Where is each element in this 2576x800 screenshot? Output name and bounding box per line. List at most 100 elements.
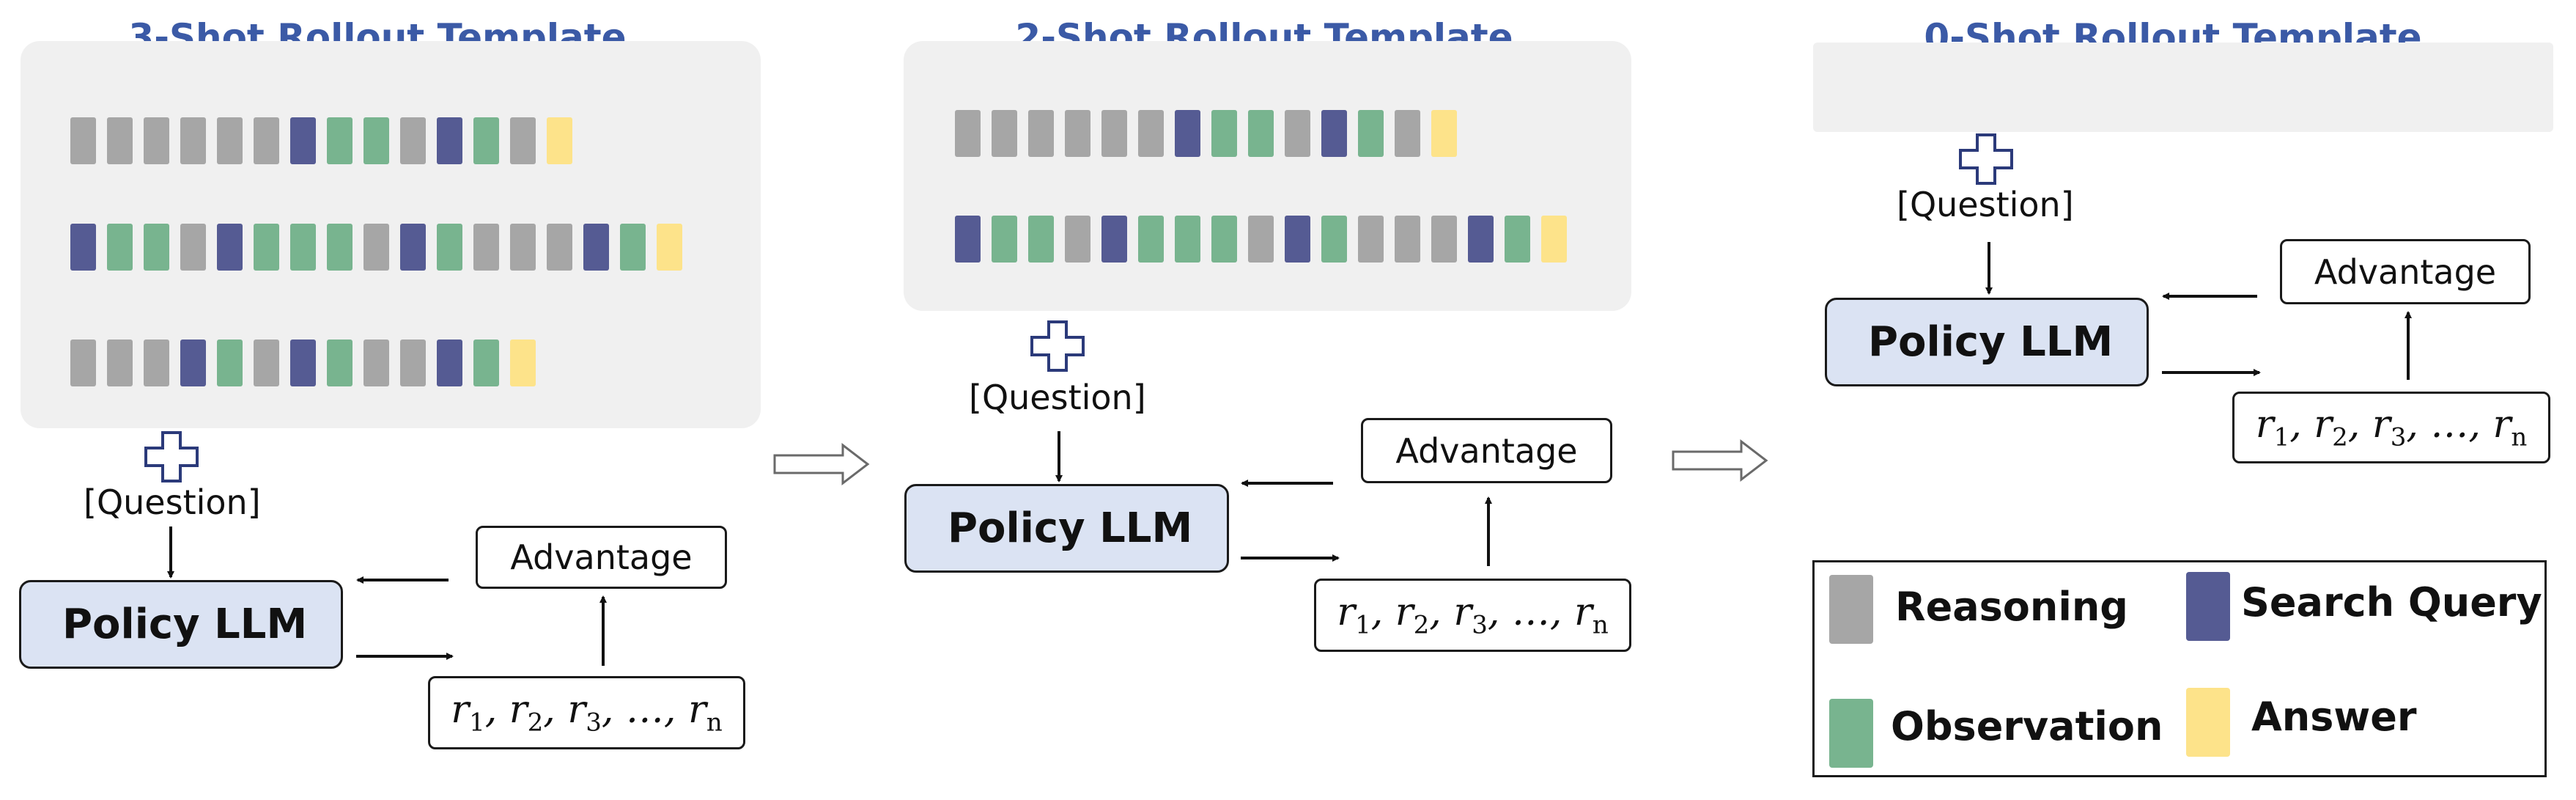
rewards-text: r1, r2, r3, …, rn	[1337, 590, 1609, 640]
reasoning-token	[144, 340, 169, 386]
legend-label-reasoning: Reasoning	[1895, 584, 2128, 630]
hollow-right-arrow-icon	[773, 442, 870, 486]
policy-llm-box: Policy LLM	[19, 580, 343, 669]
legend-swatch-reasoning	[1829, 575, 1873, 644]
observation-token	[327, 117, 353, 164]
reasoning-token	[1395, 216, 1420, 263]
search-query-token	[1175, 110, 1200, 157]
legend-swatch-answer	[2186, 688, 2230, 757]
reasoning-token	[400, 117, 426, 164]
answer-token	[1431, 110, 1457, 157]
advantage-box: Advantage	[2280, 239, 2531, 304]
rewards-text: r1, r2, r3, …, rn	[451, 688, 723, 738]
answer-token	[657, 224, 682, 271]
observation-token	[327, 224, 353, 271]
reasoning-token	[1395, 110, 1420, 157]
observation-token	[254, 224, 279, 271]
advantage-box: Advantage	[1361, 418, 1612, 483]
reasoning-token	[363, 224, 389, 271]
reasoning-token	[400, 340, 426, 386]
search-query-token	[1101, 216, 1127, 263]
rewards-box: r1, r2, r3, …, rn	[1314, 579, 1631, 652]
observation-token	[620, 224, 646, 271]
legend-label-search-query: Search Query	[2241, 579, 2542, 625]
reasoning-token	[144, 117, 169, 164]
legend-label-answer: Answer	[2251, 694, 2417, 740]
reasoning-token	[510, 224, 536, 271]
legend-swatch-search-query	[2186, 572, 2230, 641]
reasoning-token	[1028, 110, 1054, 157]
reasoning-token	[217, 117, 243, 164]
reasoning-token	[180, 224, 206, 271]
rewards-box: r1, r2, r3, …, rn	[428, 676, 745, 749]
search-query-token	[290, 117, 316, 164]
plus-icon	[144, 431, 199, 482]
search-query-token	[437, 340, 462, 386]
policy-llm-box: Policy LLM	[904, 484, 1229, 573]
answer-token	[1541, 216, 1567, 263]
observation-token	[1028, 216, 1054, 263]
search-query-token	[180, 340, 206, 386]
observation-token	[1505, 216, 1530, 263]
reasoning-token	[955, 110, 981, 157]
rewards-box: r1, r2, r3, …, rn	[2232, 392, 2550, 463]
observation-token	[290, 224, 316, 271]
reasoning-token	[1431, 216, 1457, 263]
observation-token	[1175, 216, 1200, 263]
observation-token	[1248, 110, 1274, 157]
reasoning-token	[1101, 110, 1127, 157]
hollow-right-arrow-icon	[1672, 438, 1768, 482]
reasoning-token	[70, 340, 96, 386]
advantage-box: Advantage	[476, 526, 727, 589]
observation-token	[144, 224, 169, 271]
rewards-text: r1, r2, r3, …, rn	[2255, 403, 2528, 452]
question-label: [Question]	[1897, 185, 2074, 224]
search-query-token	[1468, 216, 1494, 263]
reasoning-token	[70, 117, 96, 164]
observation-token	[327, 340, 353, 386]
reasoning-token	[363, 340, 389, 386]
observation-token	[363, 117, 389, 164]
observation-token	[1211, 110, 1237, 157]
search-query-token	[70, 224, 96, 271]
observation-token	[992, 216, 1017, 263]
observation-token	[1358, 110, 1384, 157]
search-query-token	[583, 224, 609, 271]
observation-token	[473, 340, 499, 386]
reasoning-token	[1065, 110, 1090, 157]
legend-label-observation: Observation	[1891, 703, 2163, 749]
reasoning-token	[180, 117, 206, 164]
legend-swatch-observation	[1829, 699, 1873, 768]
observation-token	[1321, 216, 1347, 263]
legend	[1812, 560, 2547, 777]
reasoning-token	[1065, 216, 1090, 263]
template-box-0-shot	[1813, 43, 2553, 132]
observation-token	[217, 340, 243, 386]
search-query-token	[217, 224, 243, 271]
question-label: [Question]	[84, 482, 261, 522]
reasoning-token	[254, 340, 279, 386]
reasoning-token	[107, 117, 133, 164]
reasoning-token	[992, 110, 1017, 157]
reasoning-token	[1138, 110, 1164, 157]
reasoning-token	[547, 224, 572, 271]
search-query-token	[290, 340, 316, 386]
search-query-token	[1321, 110, 1347, 157]
answer-token	[510, 340, 536, 386]
reasoning-token	[107, 340, 133, 386]
policy-llm-box: Policy LLM	[1825, 298, 2149, 386]
search-query-token	[437, 117, 462, 164]
reasoning-token	[1358, 216, 1384, 263]
observation-token	[107, 224, 133, 271]
reasoning-token	[473, 224, 499, 271]
question-label: [Question]	[969, 378, 1146, 417]
search-query-token	[1285, 216, 1310, 263]
template-box-2-shot	[904, 41, 1631, 311]
observation-token	[437, 224, 462, 271]
observation-token	[1138, 216, 1164, 263]
reasoning-token	[254, 117, 279, 164]
reasoning-token	[1285, 110, 1310, 157]
reasoning-token	[510, 117, 536, 164]
answer-token	[547, 117, 572, 164]
